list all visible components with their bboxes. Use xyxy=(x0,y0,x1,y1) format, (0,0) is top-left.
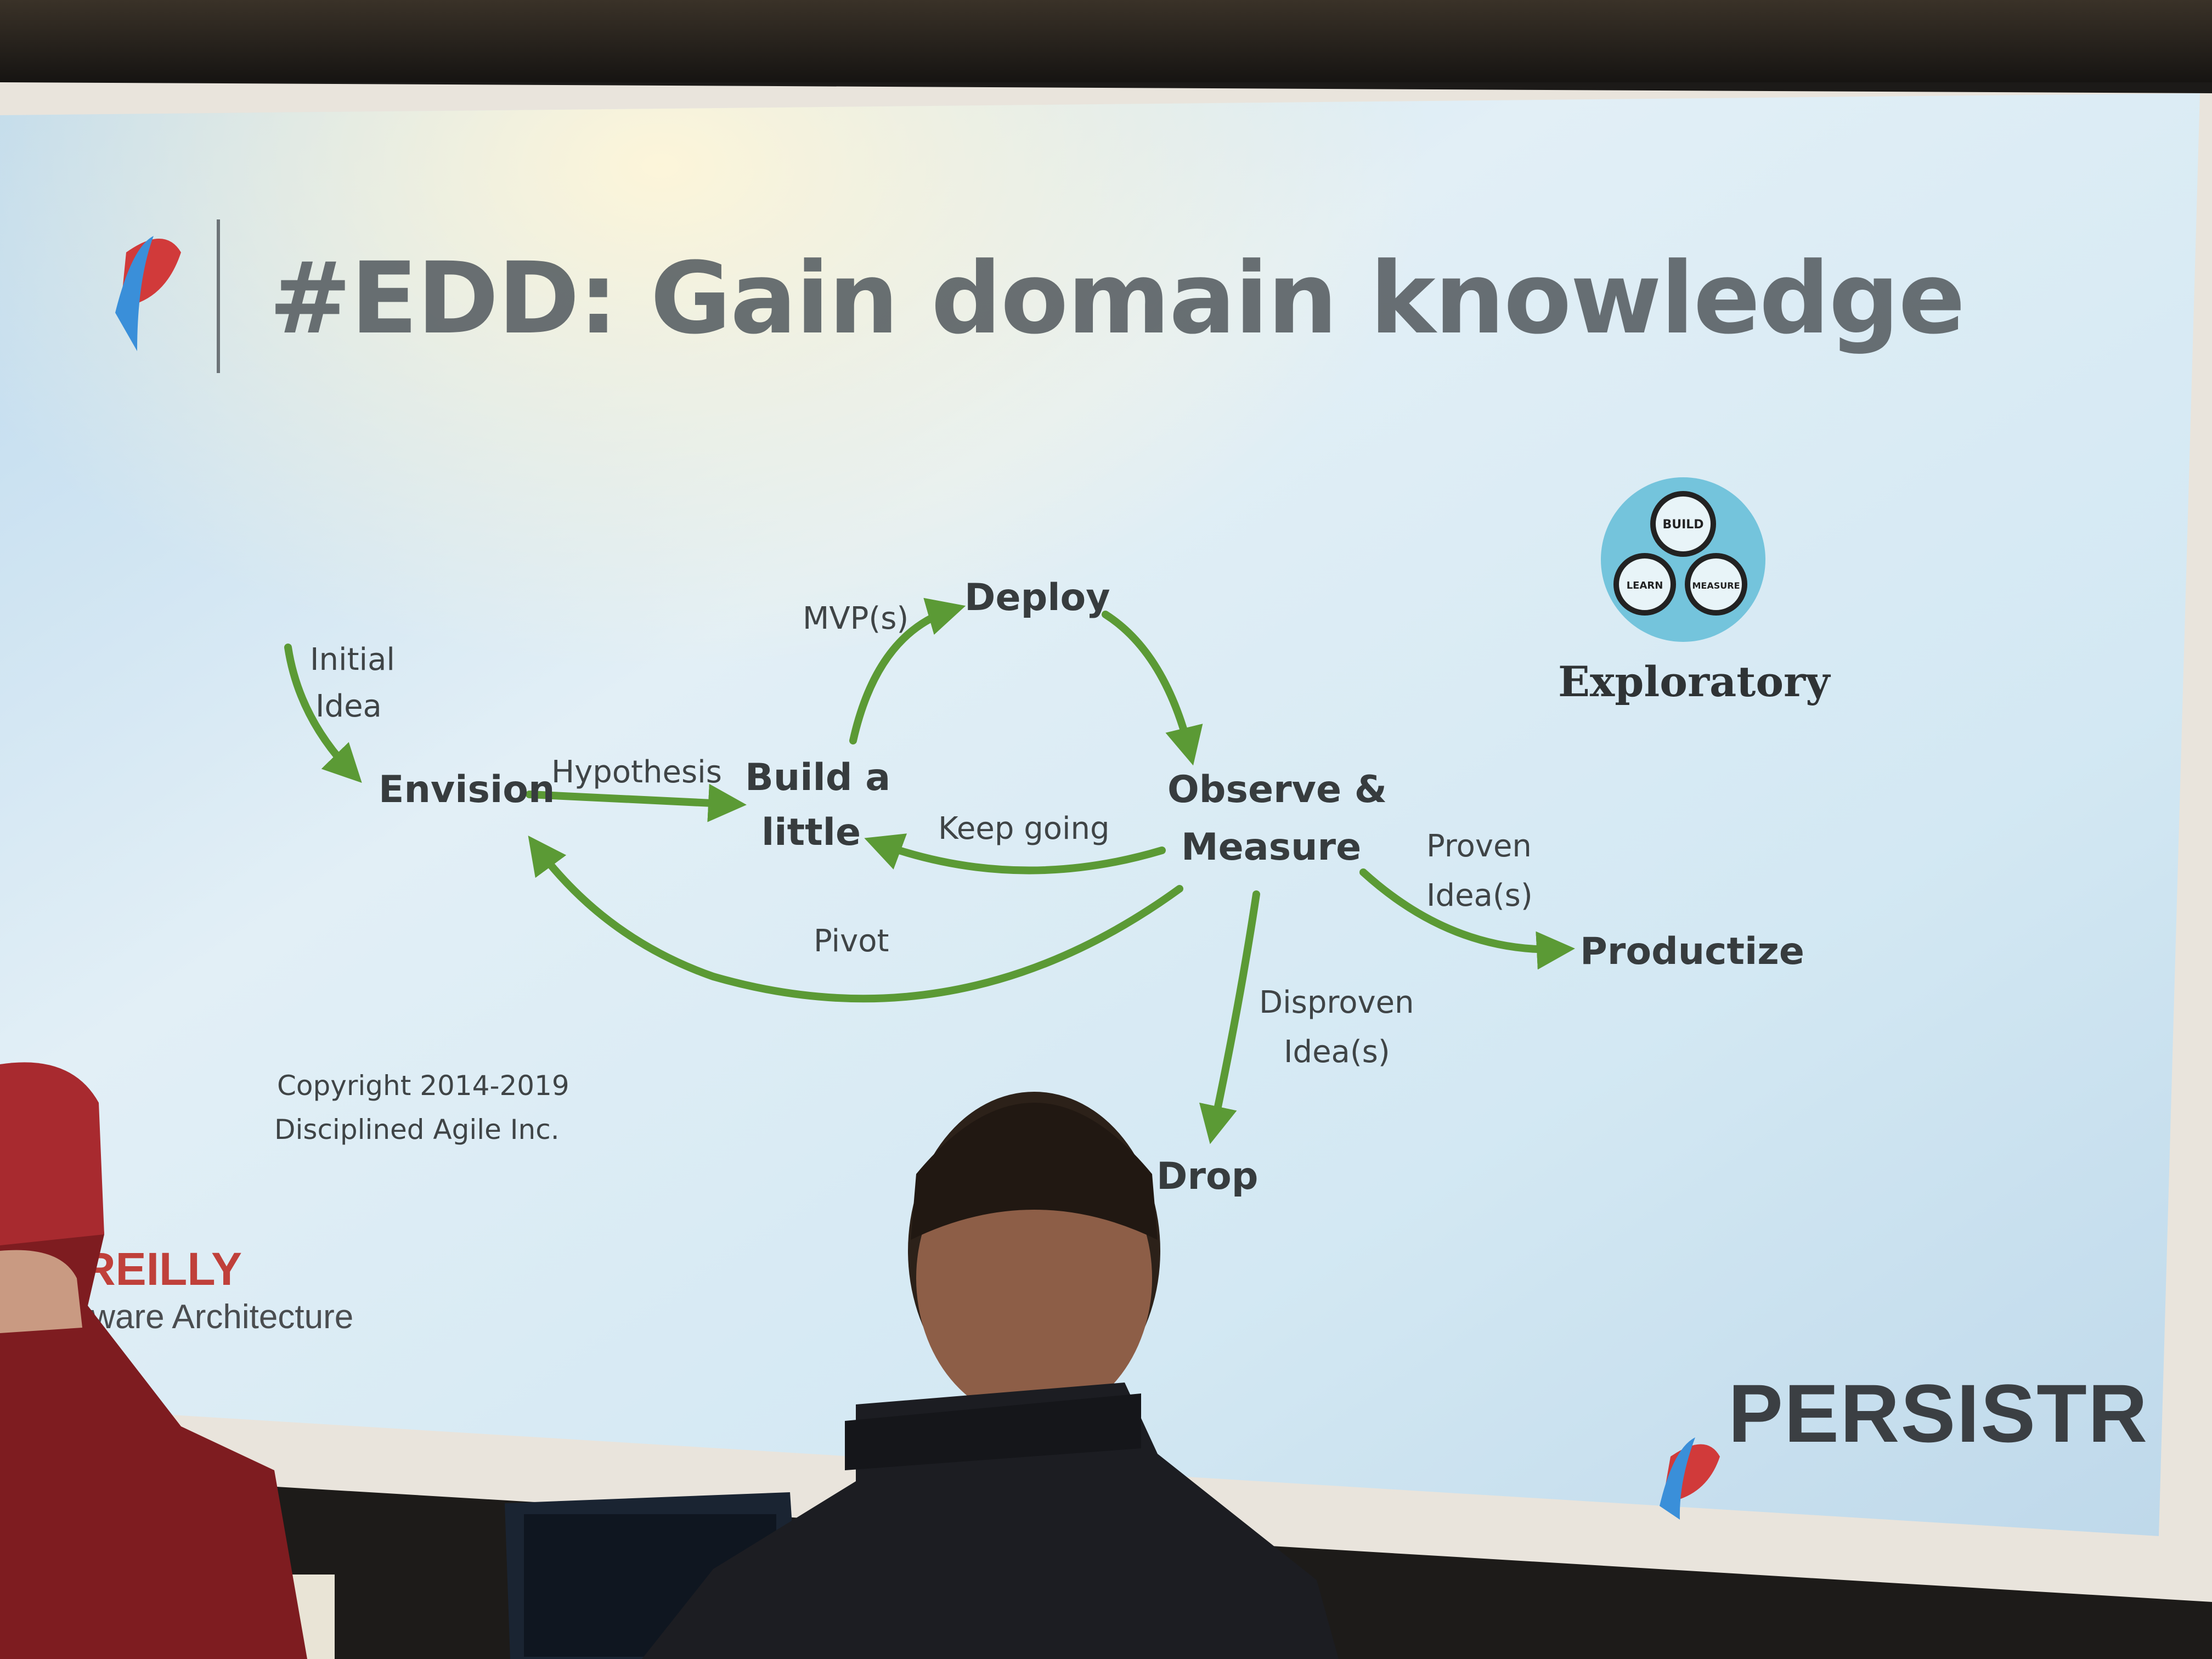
label-hypothesis: Hypothesis xyxy=(551,754,722,790)
slide-title: #EDD: Gain domain knowledge xyxy=(269,241,1965,356)
node-drop: Drop xyxy=(1156,1155,1259,1198)
label-proven: Proven xyxy=(1426,828,1532,864)
node-observe: Observe & xyxy=(1167,768,1387,811)
node-build-a: Build a xyxy=(745,756,891,799)
node-little: little xyxy=(761,811,861,854)
build-measure-learn-icon: BUILD LEARN MEASURE xyxy=(1601,477,1765,642)
conference-logo: REILLY xyxy=(82,1243,242,1295)
persistr-brand-icon xyxy=(1660,1437,1720,1520)
flow-arrows xyxy=(284,597,1575,1144)
badge-learn: LEARN xyxy=(1627,580,1663,591)
label-proven-ideas: Idea(s) xyxy=(1426,878,1533,913)
room-ceiling xyxy=(0,0,2212,82)
persistr-brand: PERSISTR xyxy=(1728,1367,2149,1459)
label-mvps: MVP(s) xyxy=(803,601,909,636)
node-deploy: Deploy xyxy=(964,576,1110,619)
copyright-line2: Disciplined Agile Inc. xyxy=(274,1114,560,1146)
badge-build: BUILD xyxy=(1662,518,1703,532)
node-envision: Envision xyxy=(379,768,555,811)
persistr-logo-icon xyxy=(115,236,181,351)
node-productize: Productize xyxy=(1580,930,1804,973)
label-disproven-ideas: Idea(s) xyxy=(1284,1034,1390,1070)
node-measure: Measure xyxy=(1181,826,1362,869)
label-initial: Initial xyxy=(310,642,395,678)
projector-screen: BUILD LEARN MEASURE xyxy=(0,82,2212,1651)
badge-measure: MEASURE xyxy=(1692,580,1740,591)
label-idea: Idea xyxy=(315,689,382,724)
label-pivot: Pivot xyxy=(814,923,889,959)
exploratory-label: Exploratory xyxy=(1558,657,1830,706)
copyright-line1: Copyright 2014-2019 xyxy=(277,1070,569,1102)
conference-subtitle: tware Architecture xyxy=(81,1298,354,1336)
label-keep-going: Keep going xyxy=(938,811,1110,847)
label-disproven: Disproven xyxy=(1259,985,1414,1020)
